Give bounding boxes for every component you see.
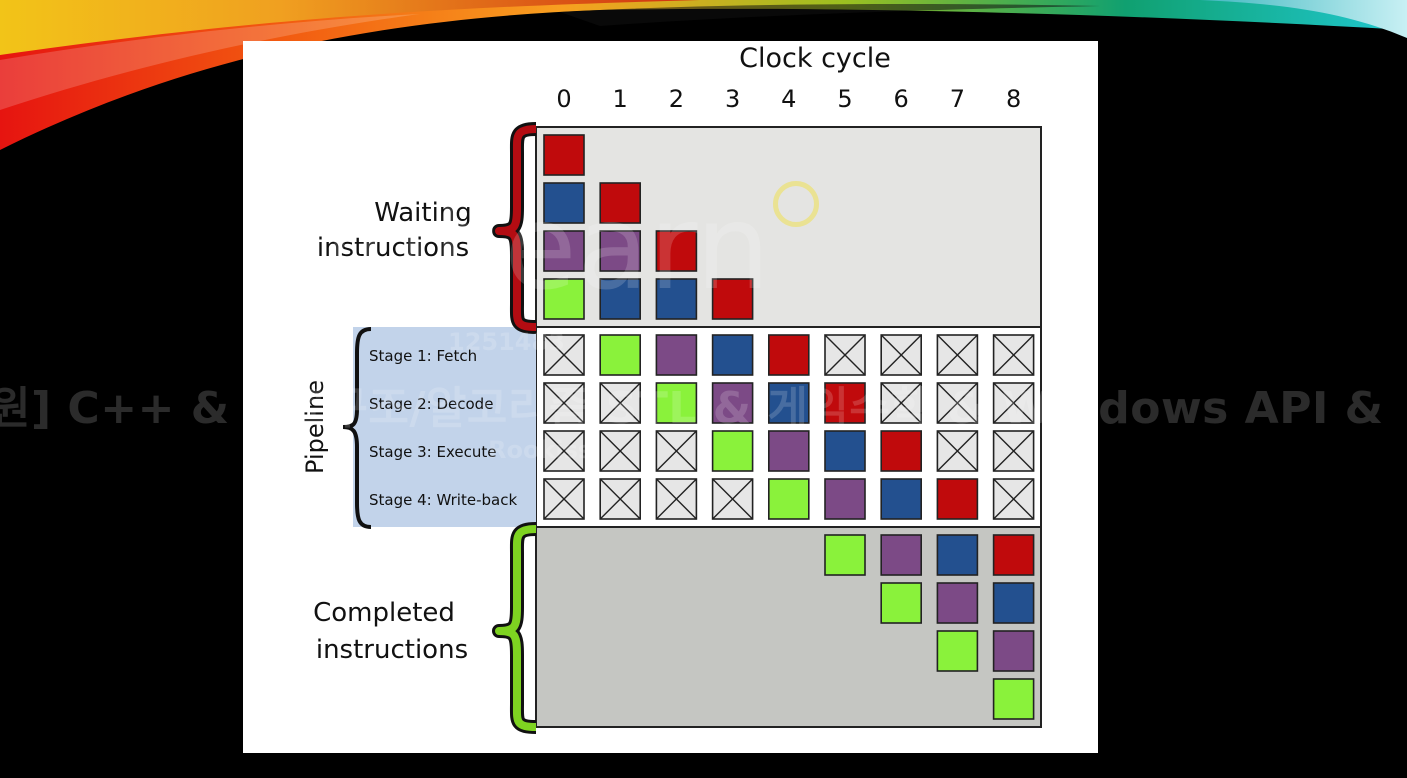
waiting-instruction-blue (656, 279, 696, 319)
clock-cycle-label-4: 4 (781, 85, 796, 113)
pipeline-bubble-cell (656, 479, 696, 519)
pipeline-bubble-cell (881, 335, 921, 375)
completed-label-line1: Completed (313, 598, 455, 628)
pipeline-instruction-purple (656, 335, 696, 375)
pipeline-bubble-cell (937, 383, 977, 423)
pipeline-instruction-purple (825, 479, 865, 519)
clock-cycle-label-5: 5 (837, 85, 852, 113)
waiting-instruction-red (656, 231, 696, 271)
pipeline-instruction-red (769, 335, 809, 375)
clock-cycle-label-0: 0 (556, 85, 571, 113)
pipeline-bubble-cell (600, 431, 640, 471)
pipeline-instruction-blue (713, 335, 753, 375)
waiting-instruction-blue (544, 183, 584, 223)
pipeline-bubble-cell (881, 383, 921, 423)
pipeline-instruction-purple (713, 383, 753, 423)
clock-cycle-label-8: 8 (1006, 85, 1021, 113)
pipeline-bubble-cell (825, 335, 865, 375)
pipeline-instruction-green (656, 383, 696, 423)
waiting-instruction-blue (600, 279, 640, 319)
clock-cycle-label-2: 2 (669, 85, 684, 113)
stage-label: Stage 2: Decode (369, 395, 493, 413)
waiting-label-line2: instructions (317, 233, 469, 263)
pipeline-diagram: Clock cycle 0 1 2 3 4 5 6 7 8 Waiting instructio… (243, 41, 1098, 753)
pipeline-bubble-cell (713, 479, 753, 519)
pipeline-bubble-cell (656, 431, 696, 471)
completed-instruction-purple (937, 583, 977, 623)
clock-cycle-label-1: 1 (613, 85, 628, 113)
pipeline-bubble-cell (600, 383, 640, 423)
completed-instruction-blue (994, 583, 1034, 623)
pipeline-bubble-cell (994, 335, 1034, 375)
waiting-instruction-green (544, 279, 584, 319)
completed-instruction-blue (937, 535, 977, 575)
stage-label: Stage 1: Fetch (369, 347, 477, 365)
pipeline-bubble-cell (544, 431, 584, 471)
clock-cycle-label-6: 6 (894, 85, 909, 113)
pipeline-instruction-red (937, 479, 977, 519)
waiting-instruction-purple (544, 231, 584, 271)
completed-instruction-red (994, 535, 1034, 575)
pipeline-bubble-cell (544, 479, 584, 519)
completed-instruction-green (825, 535, 865, 575)
pipeline-bubble-cell (994, 479, 1034, 519)
pipeline-instruction-purple (769, 431, 809, 471)
waiting-instruction-red (600, 183, 640, 223)
stage-label: Stage 4: Write-back (369, 491, 517, 509)
waiting-instruction-purple (600, 231, 640, 271)
pipeline-instruction-green (600, 335, 640, 375)
completed-instruction-green (881, 583, 921, 623)
pipeline-bubble-cell (937, 335, 977, 375)
pipeline-instruction-red (825, 383, 865, 423)
clock-cycle-label-3: 3 (725, 85, 740, 113)
pipeline-instruction-green (713, 431, 753, 471)
stage-label: Stage 3: Execute (369, 443, 496, 461)
waiting-instruction-red (713, 279, 753, 319)
pipeline-bubble-cell (600, 479, 640, 519)
clock-cycle-label-7: 7 (950, 85, 965, 113)
waiting-label-line1: Waiting (374, 198, 472, 228)
pipeline-bubble-cell (544, 383, 584, 423)
pipeline-instruction-blue (881, 479, 921, 519)
pipeline-bubble-cell (994, 383, 1034, 423)
completed-brace-fill (499, 529, 536, 727)
completed-instruction-purple (994, 631, 1034, 671)
waiting-brace-fill (499, 129, 536, 327)
pipeline-bubble-cell (937, 431, 977, 471)
completed-instruction-purple (881, 535, 921, 575)
completed-instruction-green (937, 631, 977, 671)
pipeline-instruction-green (769, 479, 809, 519)
clock-cycle-labels: 0 1 2 3 4 5 6 7 8 (556, 85, 1021, 113)
pipeline-bubble-cell (544, 335, 584, 375)
cursor-highlight-ring (773, 181, 819, 227)
completed-instruction-green (994, 679, 1034, 719)
pipeline-instruction-blue (769, 383, 809, 423)
pipeline-bubble-cell (994, 431, 1034, 471)
waiting-instruction-red (544, 135, 584, 175)
pipeline-instruction-blue (825, 431, 865, 471)
clock-cycle-title: Clock cycle (739, 43, 891, 74)
pipeline-instruction-red (881, 431, 921, 471)
pipeline-figure: Clock cycle 0 1 2 3 4 5 6 7 8 Waiting instructio… (243, 41, 1098, 753)
completed-label-line2: instructions (316, 635, 468, 665)
pipeline-label: Pipeline (301, 380, 329, 474)
